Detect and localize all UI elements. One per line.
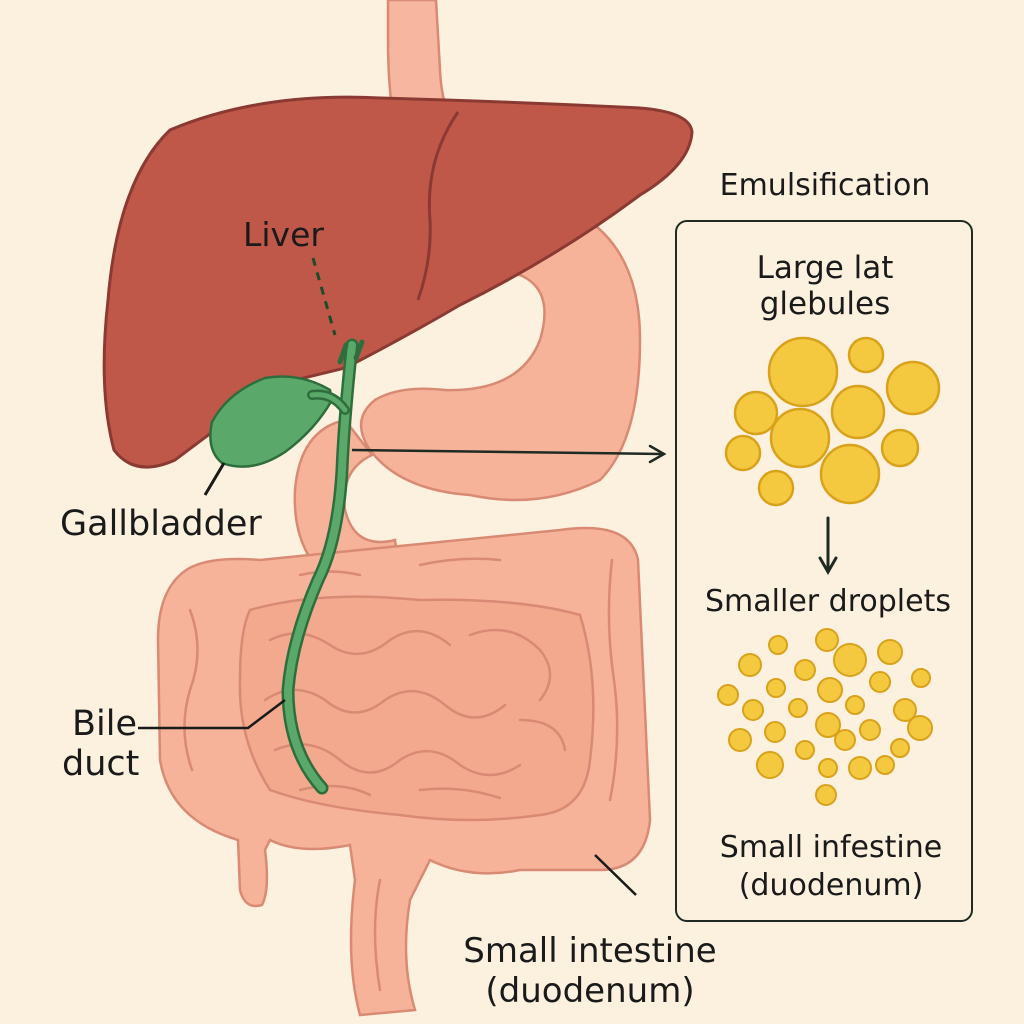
large-globules-label-line2: glebules <box>759 286 891 322</box>
large-globules-label-line1: Large lat <box>756 250 894 286</box>
hepatic-duct-branch <box>337 339 365 365</box>
bile-duct-label-line1: Bile <box>72 704 137 744</box>
bile-duct-leader-line <box>138 699 286 730</box>
large-fat-globules <box>724 336 941 507</box>
gallbladder <box>209 375 334 468</box>
bile-duct-label-line2: duct <box>62 744 140 784</box>
small-intestine <box>238 595 595 822</box>
liver-leader-line <box>311 257 337 336</box>
arrow-to-panel <box>351 448 663 456</box>
small-fat-droplets <box>717 628 933 806</box>
arrow-to-panel-head <box>648 444 667 464</box>
small-intestine-label-line2: (duodenum) <box>485 971 695 1011</box>
gallbladder-label: Gallbladder <box>60 504 262 544</box>
small-intestine-label-line1: Small intestine <box>463 931 717 971</box>
panel-title: Emulsification <box>719 168 931 203</box>
down-arrow <box>818 516 838 576</box>
smaller-droplets-label: Smaller droplets <box>705 584 951 619</box>
stomach <box>360 199 642 502</box>
liver-label: Liver <box>243 215 324 254</box>
panel-bottom-label-line2: (duodenum) <box>738 868 924 903</box>
gallbladder-leader-line <box>203 462 226 496</box>
emulsification-panel <box>675 220 973 922</box>
panel-bottom-label-line1: Small infestine <box>719 830 943 865</box>
liver-lobe-divider <box>416 111 460 301</box>
small-intestine-leader-line <box>594 854 637 896</box>
liver <box>102 95 694 469</box>
